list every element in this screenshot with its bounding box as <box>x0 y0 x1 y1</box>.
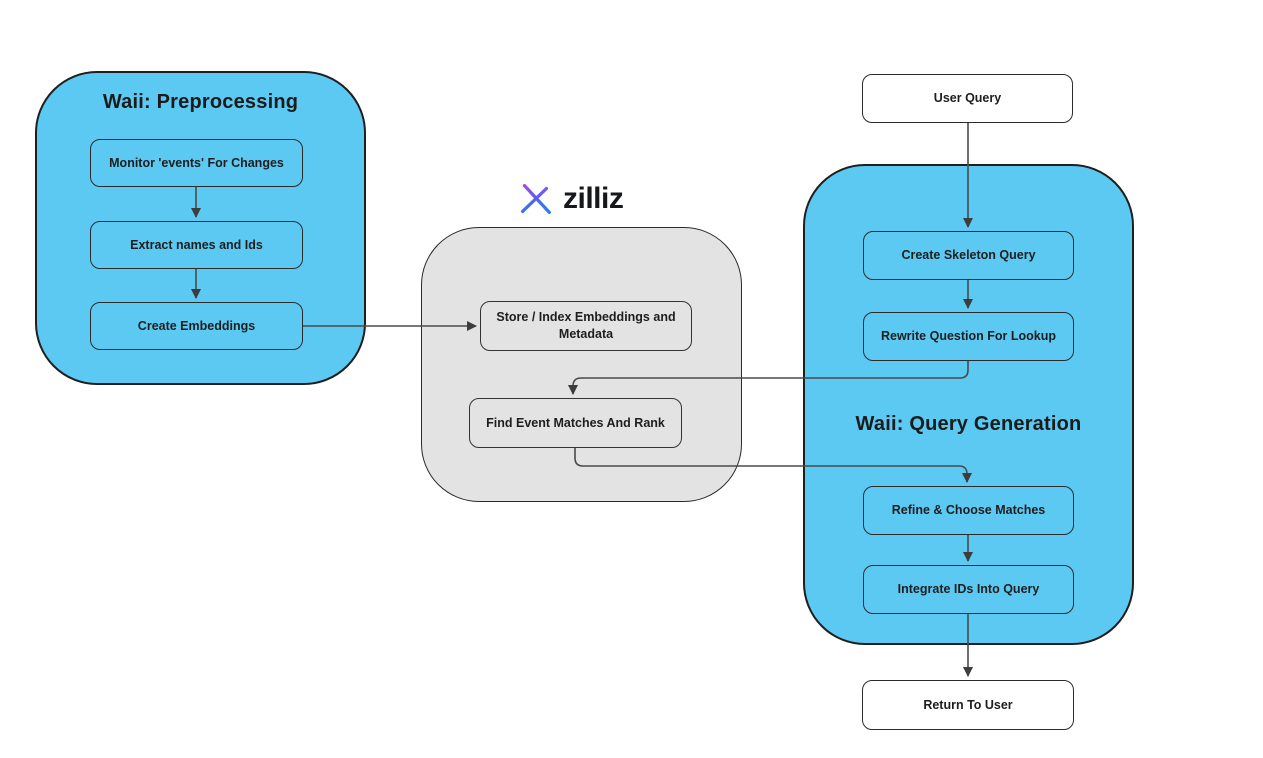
node-create-embeddings: Create Embeddings <box>90 302 303 350</box>
group-vector-db <box>421 227 742 502</box>
zilliz-logo-text: zilliz <box>563 182 624 215</box>
zilliz-spark-icon <box>514 176 556 222</box>
node-refine-choose-matches: Refine & Choose Matches <box>863 486 1074 535</box>
node-rewrite-question: Rewrite Question For Lookup <box>863 312 1074 361</box>
group-title-query-generation: Waii: Query Generation <box>855 413 1082 435</box>
node-store-index-embeddings: Store / Index Embeddings and Metadata <box>480 301 692 351</box>
node-integrate-ids: Integrate IDs Into Query <box>863 565 1074 614</box>
group-title-preprocessing: Waii: Preprocessing <box>102 91 299 113</box>
node-return-to-user: Return To User <box>862 680 1074 730</box>
node-extract-names-ids: Extract names and Ids <box>90 221 303 269</box>
node-find-event-matches: Find Event Matches And Rank <box>469 398 682 448</box>
node-create-skeleton-query: Create Skeleton Query <box>863 231 1074 280</box>
node-user-query: User Query <box>862 74 1073 123</box>
node-monitor-events: Monitor 'events' For Changes <box>90 139 303 187</box>
zilliz-logo: zilliz <box>514 176 624 222</box>
